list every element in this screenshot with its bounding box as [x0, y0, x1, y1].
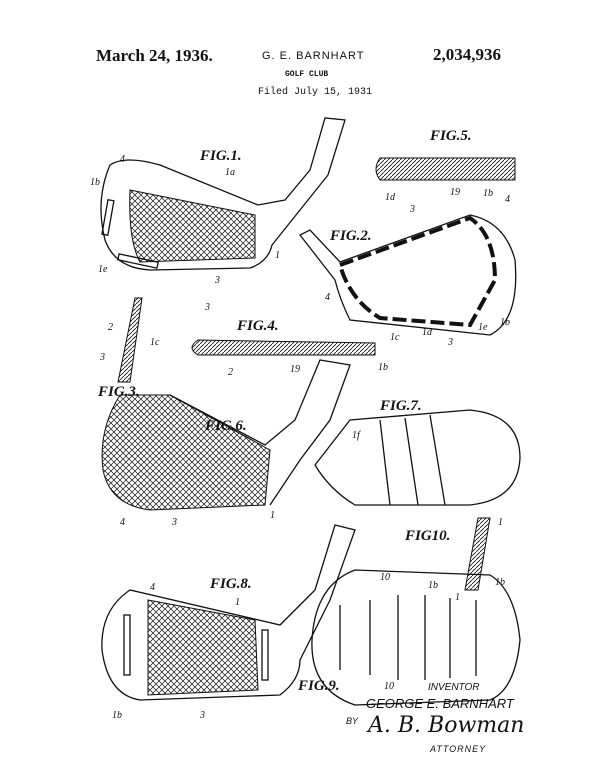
fig10-label: FIG10.: [404, 528, 450, 544]
figure-6: FIG.6. 4 3 1: [101, 359, 351, 528]
figure-4: FIG.4. 3 2 19 1b: [191, 302, 388, 378]
patent-title: GOLF CLUB: [285, 70, 329, 79]
ref-1b: 1b: [428, 580, 438, 591]
ref-3: 3: [409, 204, 415, 215]
inventor-label: INVENTOR: [428, 682, 480, 693]
ref-10: 10: [380, 572, 390, 583]
figure-8: FIG.8. 4 1 3 1b: [101, 524, 356, 721]
ref-1e: 1e: [478, 322, 488, 333]
attorney-signature: A. B. Bowman: [366, 713, 524, 738]
figure-1: FIG.1. 4 1b 1a 3 1e 1: [90, 117, 346, 286]
fig4-label: FIG.4.: [236, 318, 279, 334]
ref-3: 3: [99, 352, 105, 363]
fig8-label: FIG.8.: [209, 576, 252, 592]
ref-1f: 1f: [352, 430, 361, 441]
ref-3: 3: [214, 275, 220, 286]
ref-3: 3: [171, 517, 177, 528]
inventor-name: GEORGE E. BARNHART: [366, 696, 515, 711]
ref-1c: 1c: [390, 332, 400, 343]
ref-1b: 1b: [90, 177, 100, 188]
ref-4: 4: [120, 154, 125, 165]
ref-4: 4: [120, 517, 125, 528]
ref-3: 3: [199, 710, 205, 721]
by-label: BY: [346, 716, 359, 726]
ref-1: 1: [498, 517, 503, 528]
fig7-label: FIG.7.: [379, 398, 422, 414]
fig9-label: FIG.9.: [297, 678, 340, 694]
ref-1: 1: [270, 510, 275, 521]
filed-date: Filed July 15, 1931: [258, 87, 373, 98]
figure-3: FIG.3. 2 3 1c: [97, 297, 160, 400]
ref-1: 1: [275, 250, 280, 261]
ref-1: 1: [235, 597, 240, 608]
ref-1: 1: [455, 592, 460, 603]
ref-4: 4: [505, 194, 510, 205]
ref-2: 2: [228, 367, 233, 378]
ref-1c: 1c: [150, 337, 160, 348]
ref-19: 19: [450, 187, 460, 198]
ref-4: 4: [325, 292, 330, 303]
ref-1b: 1b: [378, 362, 388, 373]
attorney-label: ATTORNEY: [429, 744, 486, 754]
ref-1a: 1a: [225, 167, 235, 178]
ref-1d: 1d: [422, 327, 433, 338]
figure-5: FIG.5. 1d 19 1b: [375, 128, 516, 203]
fig2-label: FIG.2.: [329, 228, 372, 244]
figure-9: FIG.9. 10 10 1b 1: [297, 569, 521, 706]
fig1-label: FIG.1.: [199, 148, 242, 164]
ref-1b: 1b: [483, 188, 493, 199]
inventor-header: G. E. BARNHART: [262, 50, 365, 62]
figure-10: FIG10. 1 1b: [404, 517, 505, 591]
ref-19: 19: [290, 364, 300, 375]
ref-10: 10: [384, 681, 394, 692]
figure-2: FIG.2. 3 4 4 3 1c 1d 1e 1b: [299, 194, 517, 348]
figure-7: FIG.7. 1f: [314, 398, 521, 506]
fig5-label: FIG.5.: [429, 128, 472, 144]
ref-1e: 1e: [98, 264, 108, 275]
ref-2: 2: [108, 322, 113, 333]
patent-number: 2,034,936: [433, 45, 501, 64]
ref-4: 4: [150, 582, 155, 593]
fig6-label: FIG.6.: [204, 418, 247, 434]
patent-date: March 24, 1936.: [96, 46, 213, 65]
ref-1d: 1d: [385, 192, 396, 203]
ref-3: 3: [447, 337, 453, 348]
signature-block: INVENTOR GEORGE E. BARNHART BY A. B. Bow…: [346, 682, 524, 754]
ref-1b: 1b: [112, 710, 122, 721]
ref-1b: 1b: [500, 317, 510, 328]
ref-3: 3: [204, 302, 210, 313]
